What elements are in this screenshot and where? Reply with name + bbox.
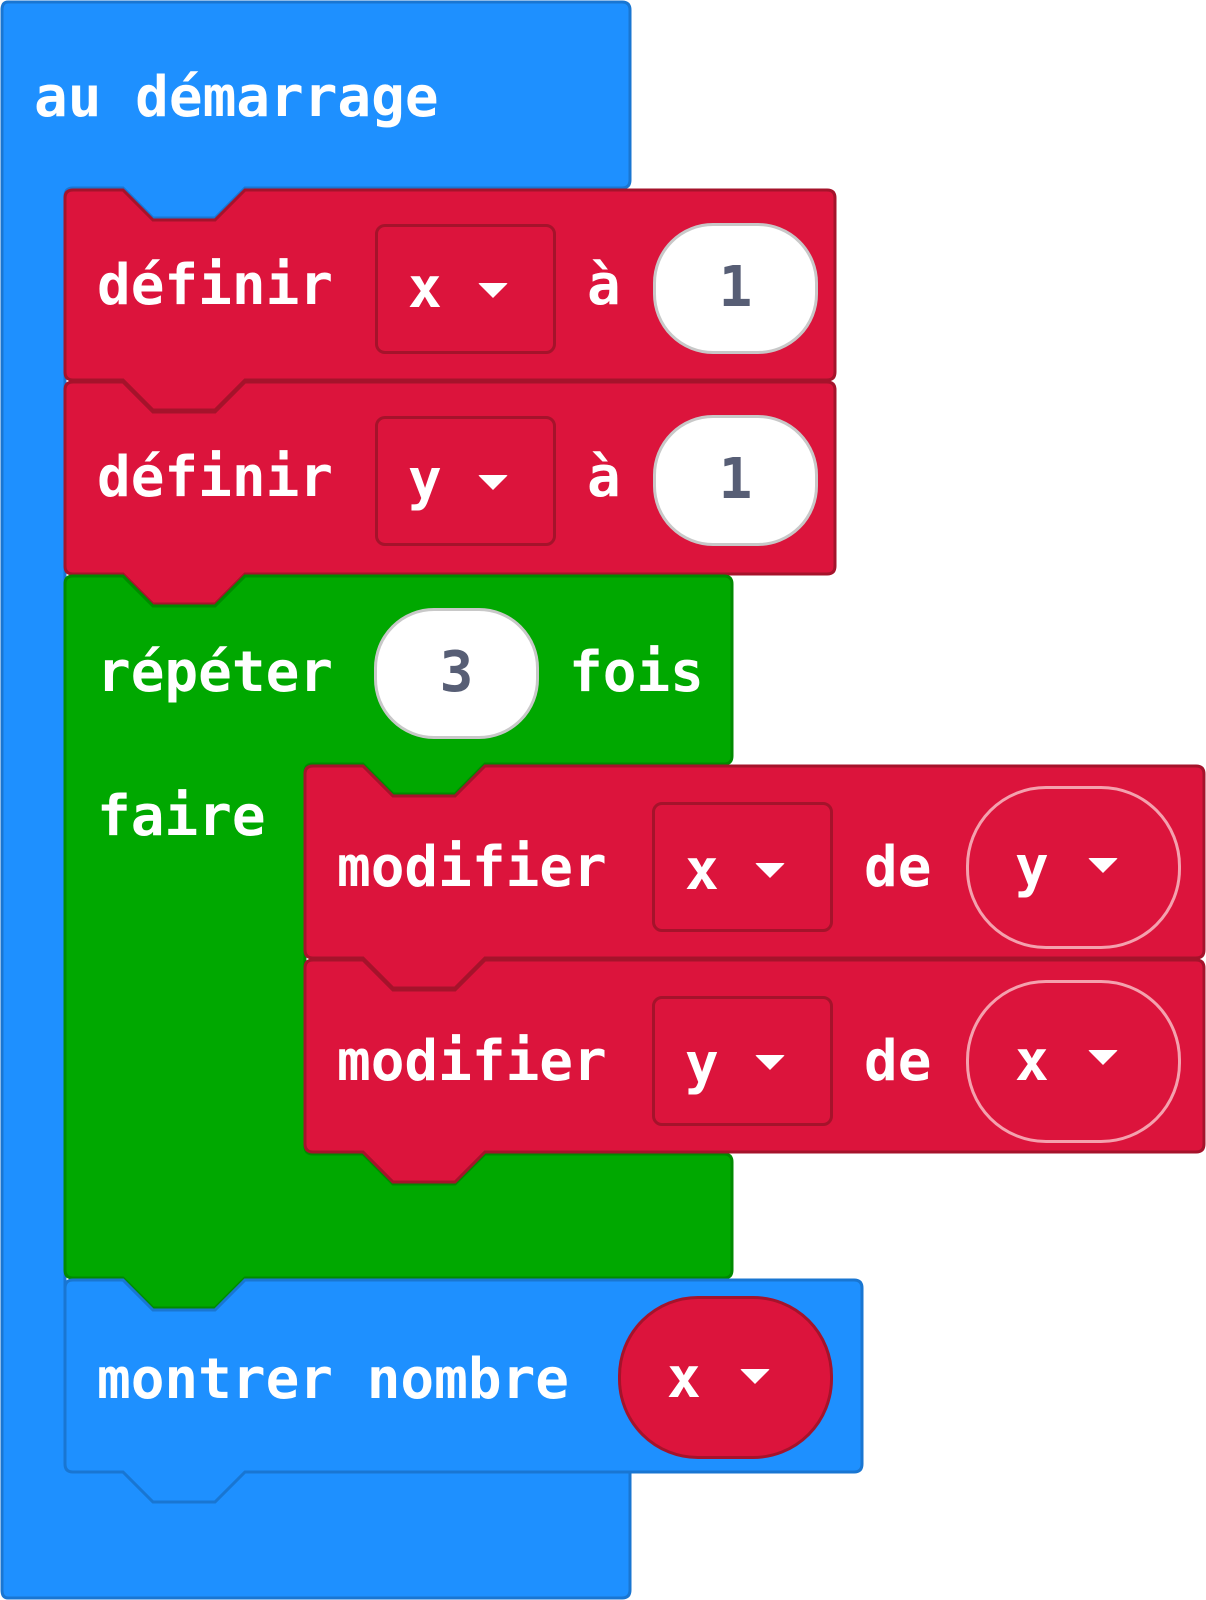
caret-down-icon xyxy=(755,1055,785,1070)
set-y-value: 1 xyxy=(718,447,753,512)
change-x-verb: modifier xyxy=(337,835,607,900)
repeat-block-shape[interactable] xyxy=(63,574,734,1310)
set-y-verb: définir xyxy=(97,445,334,510)
change-x-variable-dropdown[interactable]: x xyxy=(652,802,833,932)
on-start-label: au démarrage xyxy=(34,65,439,130)
set-y-to-label: à xyxy=(587,445,621,510)
change-y-variable-dropdown[interactable]: y xyxy=(652,996,833,1126)
caret-down-icon xyxy=(478,475,508,490)
change-x-by-label: de xyxy=(864,835,932,900)
caret-down-icon xyxy=(740,1369,770,1384)
set-x-variable-dropdown[interactable]: x xyxy=(375,224,556,354)
repeat-times-input[interactable]: 3 xyxy=(374,608,539,739)
change-y-amount-reporter[interactable]: x xyxy=(966,980,1181,1143)
show-number-variable-reporter[interactable]: x xyxy=(618,1296,833,1459)
caret-down-icon xyxy=(755,863,785,878)
change-x-amount-variable: y xyxy=(1015,835,1049,900)
show-number-variable: x xyxy=(667,1346,701,1411)
set-y-value-input[interactable]: 1 xyxy=(653,415,818,546)
set-y-variable-label: y xyxy=(408,448,442,513)
caret-down-icon xyxy=(1088,858,1118,873)
set-x-variable-label: x xyxy=(408,256,442,321)
caret-down-icon xyxy=(478,283,508,298)
change-y-verb: modifier xyxy=(337,1029,607,1094)
set-x-block-shape[interactable] xyxy=(63,188,837,412)
set-x-value: 1 xyxy=(718,255,753,320)
repeat-do-label: faire xyxy=(97,784,266,849)
set-x-value-input[interactable]: 1 xyxy=(653,223,818,354)
change-y-amount-variable: x xyxy=(1015,1029,1049,1094)
change-x-variable-label: x xyxy=(685,838,719,903)
set-y-variable-dropdown[interactable]: y xyxy=(375,416,556,546)
change-y-by-label: de xyxy=(864,1029,932,1094)
change-y-variable-label: y xyxy=(685,1032,719,1097)
repeat-verb: répéter xyxy=(97,640,334,705)
repeat-times-label: fois xyxy=(569,640,704,705)
show-number-label: montrer nombre xyxy=(97,1347,570,1412)
set-x-verb: définir xyxy=(97,253,334,318)
caret-down-icon xyxy=(1088,1050,1118,1065)
change-x-amount-reporter[interactable]: y xyxy=(966,786,1181,949)
set-y-block-shape[interactable] xyxy=(63,380,837,606)
repeat-times: 3 xyxy=(439,640,474,705)
set-x-to-label: à xyxy=(587,253,621,318)
